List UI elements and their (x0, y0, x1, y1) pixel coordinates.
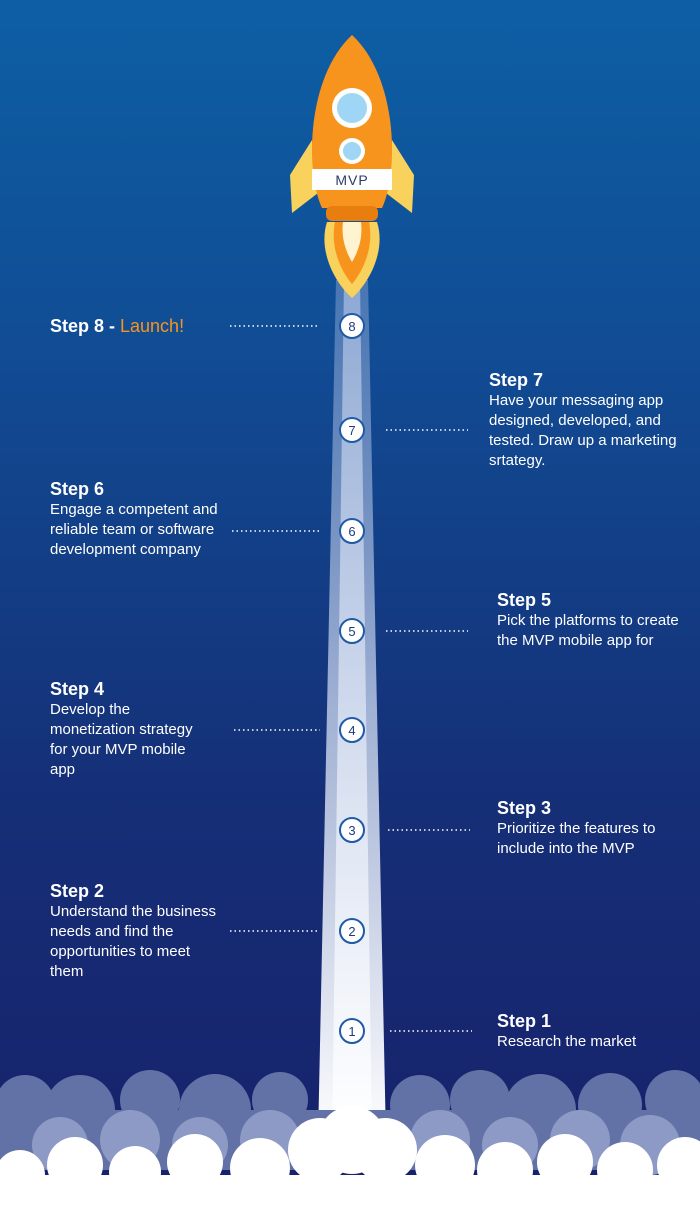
svg-text:7: 7 (348, 423, 355, 438)
step-1-block: Step 1 Research the market (497, 1010, 687, 1052)
step-7-title: Step 7 (489, 370, 544, 390)
step-5-block: Step 5 Pick the platforms to create the … (497, 589, 687, 651)
rocket-flame (324, 222, 380, 298)
svg-text:4: 4 (348, 723, 355, 738)
step-6-desc: Engage a competent and reliable team or … (50, 501, 218, 558)
rocket-fin-right (386, 140, 414, 213)
step-7-desc: Have your messaging app designed, develo… (489, 392, 677, 469)
step-marker-8: 8 (339, 313, 365, 339)
step-5-title: Step 5 (497, 590, 552, 610)
step-1-title: Step 1 (497, 1011, 552, 1031)
svg-text:1: 1 (348, 1024, 355, 1039)
step-7-block: Step 7 Have your messaging app designed,… (489, 369, 689, 471)
step-marker-6: 6 (339, 518, 365, 544)
rocket-nozzle (326, 206, 378, 221)
step-4-title: Step 4 (50, 679, 105, 699)
step-marker-5: 5 (339, 618, 365, 644)
step-marker-4: 4 (339, 717, 365, 743)
svg-text:2: 2 (348, 924, 355, 939)
step-marker-7: 7 (339, 417, 365, 443)
svg-text:6: 6 (348, 524, 355, 539)
step-6-title: Step 6 (50, 479, 105, 499)
step-2-block: Step 2 Understand the business needs and… (50, 880, 225, 982)
step-marker-3: 3 (339, 817, 365, 843)
clouds-front (0, 1106, 700, 1225)
svg-text:3: 3 (348, 823, 355, 838)
step-4-block: Step 4 Develop the monetization strategy… (50, 678, 210, 780)
svg-text:5: 5 (348, 624, 355, 639)
step-6-block: Step 6 Engage a competent and reliable t… (50, 478, 230, 560)
rocket-fin-left (290, 140, 318, 213)
step-marker-1: 1 (339, 1018, 365, 1044)
step-8-launch: Launch! (120, 316, 185, 336)
step-2-desc: Understand the business needs and find t… (50, 903, 216, 980)
step-markers: 8 7 6 5 4 3 2 1 (339, 313, 365, 1044)
svg-text:8: 8 (348, 319, 355, 334)
step-3-desc: Prioritize the features to include into … (497, 820, 656, 857)
step-3-block: Step 3 Prioritize the features to includ… (497, 797, 692, 859)
step-1-desc: Research the market (497, 1033, 637, 1050)
connectors (230, 325, 472, 1032)
step-5-desc: Pick the platforms to create the MVP mob… (497, 612, 679, 649)
rocket-label: MVP (335, 172, 368, 188)
step-marker-2: 2 (339, 918, 365, 944)
step-8-title: Step 8 - Launch! (50, 316, 185, 336)
step-4-desc: Develop the monetization strategy for yo… (50, 701, 193, 778)
step-2-title: Step 2 (50, 881, 105, 901)
rocket-label-band (312, 169, 392, 190)
step-8-block: Step 8 - Launch! (50, 315, 184, 337)
step-3-title: Step 3 (497, 798, 552, 818)
